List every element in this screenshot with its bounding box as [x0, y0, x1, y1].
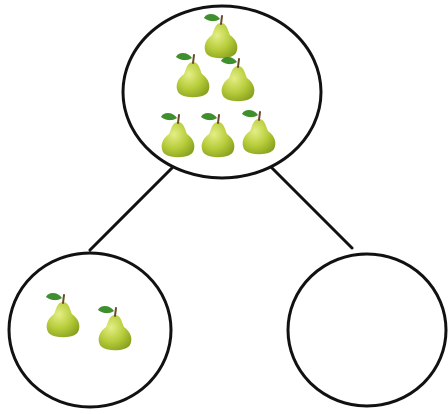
right-part-circle	[288, 254, 446, 406]
right-connector-line	[272, 168, 352, 248]
left-part-circle	[9, 253, 171, 407]
left-connector-line	[90, 168, 172, 250]
